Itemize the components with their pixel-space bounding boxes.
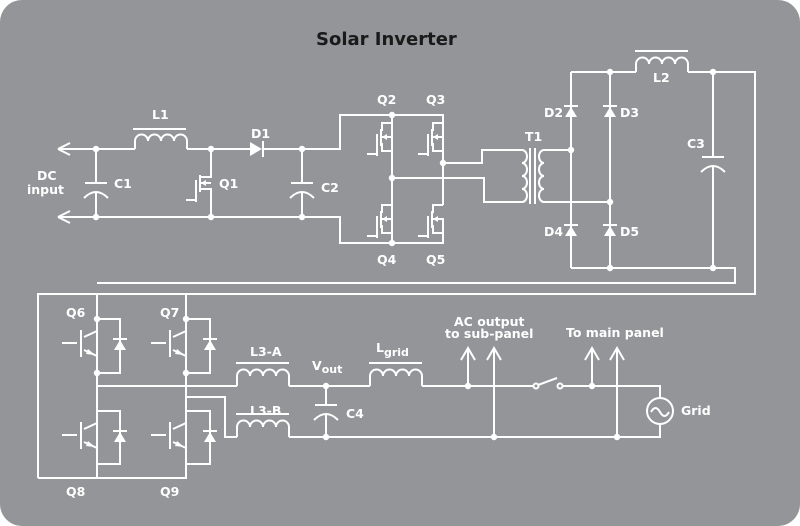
inductor-L3-B <box>236 413 290 437</box>
label-D2: D2 <box>544 105 563 120</box>
diode-D2 <box>564 105 578 117</box>
label-Q2: Q2 <box>377 92 396 107</box>
inductor-Lgrid <box>369 362 423 386</box>
capacitor-C2 <box>289 149 315 217</box>
label-T1: T1 <box>525 129 542 144</box>
capacitor-C3 <box>700 72 726 268</box>
igbt-Q9 <box>151 410 217 465</box>
mosfet-Q4 <box>367 204 392 238</box>
label-main-panel: To main panel <box>566 325 664 340</box>
inductor-L2 <box>635 50 689 72</box>
main-panel-arrow-1-icon <box>584 346 600 386</box>
igbt-Q7 <box>151 318 217 374</box>
inductor-L1 <box>133 128 188 149</box>
mosfet-Q3 <box>418 122 444 205</box>
label-ac-output-line2: to sub-panel <box>445 326 533 341</box>
label-D3: D3 <box>620 105 639 120</box>
label-dc-line2: input <box>27 182 64 197</box>
mosfet-Q2 <box>367 122 392 156</box>
label-lgrid: Lgrid <box>376 340 409 359</box>
label-L2: L2 <box>653 70 670 85</box>
label-C4: C4 <box>346 406 364 421</box>
label-vout: Vout <box>312 358 342 376</box>
label-C1: C1 <box>114 176 132 191</box>
label-D4: D4 <box>544 224 563 239</box>
rectifier-stage <box>37 50 756 478</box>
label-Q9: Q9 <box>160 484 179 499</box>
full-bridge <box>367 111 522 247</box>
igbt-Q8 <box>62 410 127 465</box>
label-D1: D1 <box>251 126 270 141</box>
mosfet-Q1 <box>186 149 212 217</box>
transformer-T1 <box>521 148 610 204</box>
capacitor-C4 <box>313 386 339 437</box>
capacitor-C1 <box>83 149 109 217</box>
label-grid: Grid <box>681 403 711 418</box>
dc-input-arrow-top-icon <box>57 142 71 156</box>
dc-input-arrow-bottom-icon <box>57 210 71 224</box>
label-Q7: Q7 <box>160 305 179 320</box>
label-L3-B: L3-B <box>250 403 281 418</box>
diode-D3 <box>603 105 617 117</box>
label-L3-A: L3-A <box>250 344 282 359</box>
grid-ac-source-icon <box>646 397 674 425</box>
label-dc-line1: DC <box>37 168 57 183</box>
label-D5: D5 <box>620 224 639 239</box>
igbt-Q6 <box>62 318 127 374</box>
sub-panel-arrow-1-icon <box>460 346 476 386</box>
diode-D4 <box>564 224 578 236</box>
diode-D5 <box>603 224 617 236</box>
label-Q5: Q5 <box>426 252 445 267</box>
diagram-title: Solar Inverter <box>316 29 457 50</box>
label-C2: C2 <box>321 180 339 195</box>
label-Q4: Q4 <box>377 252 397 267</box>
label-ac-output-line1: AC output <box>454 314 525 329</box>
labels: DC input C1 L1 D1 Q1 C2 Q2 Q3 Q4 Q5 T1 D… <box>27 70 711 499</box>
inductor-L3-A <box>236 362 290 386</box>
label-Q3: Q3 <box>426 92 445 107</box>
igbt-bridge <box>38 294 237 479</box>
label-Q1: Q1 <box>219 176 238 191</box>
label-Q6: Q6 <box>66 305 86 320</box>
diode-D1 <box>250 141 264 157</box>
sub-panel-arrow-2-icon <box>486 346 502 437</box>
dc-input-stage <box>57 114 392 244</box>
mosfet-Q5 <box>418 204 444 243</box>
label-C3: C3 <box>687 136 705 151</box>
label-L1: L1 <box>152 107 169 122</box>
label-Q8: Q8 <box>66 484 85 499</box>
main-panel-arrow-2-icon <box>609 346 625 437</box>
output-filter <box>236 346 674 441</box>
grid-switch[interactable] <box>532 377 564 390</box>
